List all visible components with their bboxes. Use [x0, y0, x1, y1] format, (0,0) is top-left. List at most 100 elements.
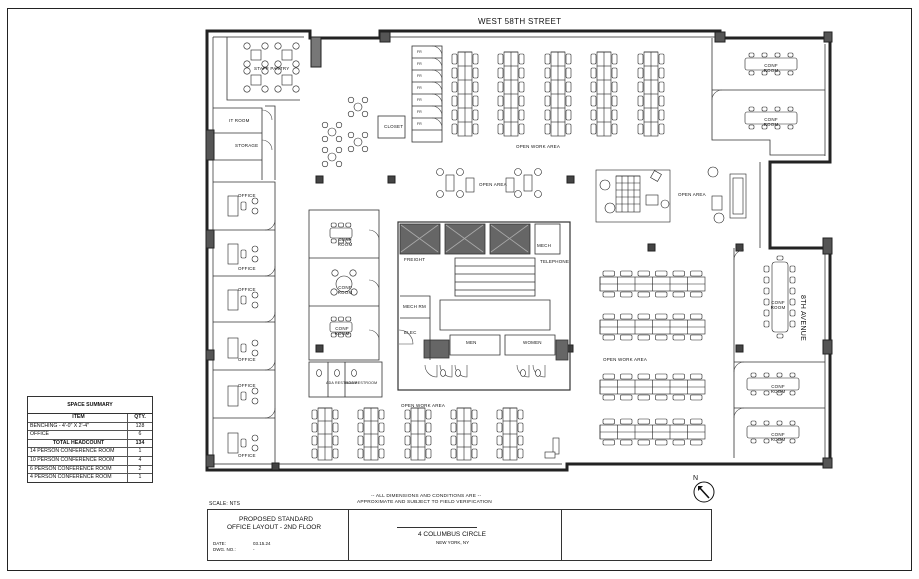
space-summary-title: SPACE SUMMARY	[28, 397, 152, 414]
workstation-chair-icon	[789, 438, 796, 444]
workstation-chair-icon	[496, 448, 503, 459]
workstation-chair-icon	[338, 316, 344, 322]
table	[353, 102, 363, 112]
workstation-chair-icon	[776, 333, 784, 339]
building-city: NEW YORK, NY	[436, 540, 470, 545]
file-cabinet-label: FR	[417, 86, 422, 90]
north-arrow-icon	[693, 481, 715, 503]
chair-icon	[660, 199, 670, 209]
workstation-chair-icon	[345, 238, 352, 244]
office-label: OFFICE	[238, 266, 256, 271]
workstation-chair-icon	[590, 67, 597, 79]
chair-icon	[261, 60, 269, 68]
workstation-chair-icon	[655, 394, 668, 401]
chair-icon	[347, 131, 355, 139]
chair-icon	[604, 202, 616, 214]
chair-icon	[251, 255, 259, 263]
office-desk	[227, 432, 239, 454]
conference-table	[329, 227, 353, 239]
chair-icon	[361, 110, 369, 118]
chair-icon	[251, 245, 259, 253]
workstation-chair-icon	[472, 81, 479, 93]
chair-icon	[251, 291, 259, 299]
chair-icon	[251, 339, 259, 347]
closet-label: CLOSET	[384, 124, 404, 129]
workstation-chair-icon	[658, 95, 665, 107]
space-summary-qty: 6	[138, 431, 142, 438]
chair-icon	[243, 67, 251, 75]
workstation-chair-icon	[518, 81, 525, 93]
workstation-chair-icon	[497, 53, 504, 65]
chair-icon	[251, 207, 259, 215]
file-cabinet-label: FR	[417, 74, 422, 78]
space-summary-qty: 4	[138, 456, 142, 463]
workstation-chair-icon	[451, 95, 458, 107]
ada-restroom-label: ADA RESTROOM	[346, 381, 378, 385]
workstation-chair-icon	[787, 106, 794, 112]
workstation-chair-icon	[544, 81, 551, 93]
chair-icon	[321, 160, 329, 168]
file-cabinet-label: FR	[417, 122, 422, 126]
workstation-chair-icon	[690, 418, 703, 425]
workstation-chair-icon	[451, 123, 458, 135]
open-work-area-label: OPEN WORK AREA	[603, 357, 648, 362]
workstation-chair-icon	[637, 291, 650, 298]
workstation-chair-icon	[611, 95, 618, 107]
workstation-chair-icon	[425, 435, 432, 446]
workstation-chair-icon	[655, 313, 668, 320]
workstation-chair-icon	[655, 291, 668, 298]
north-arrow-label: N	[693, 475, 699, 482]
chair-icon	[349, 269, 357, 277]
conference-table	[744, 111, 798, 125]
workstation-chair-icon	[774, 70, 781, 76]
workstation-chair-icon	[672, 334, 685, 341]
chair-icon	[251, 397, 259, 405]
workstation-chair-icon	[637, 270, 650, 277]
workstation-chair-icon	[357, 448, 364, 459]
workstation-chair-icon	[240, 295, 247, 305]
workstation-chair-icon	[774, 124, 781, 130]
workstation-chair-icon	[451, 81, 458, 93]
conf-room-label: CONF ROOM	[763, 63, 779, 73]
open-work-area-label: OPEN WORK AREA	[516, 144, 561, 149]
workstation-chair-icon	[658, 53, 665, 65]
title-block: PROPOSED STANDARD OFFICE LAYOUT - 2ND FL…	[207, 509, 712, 561]
space-summary-header: ITEM QTY.	[28, 414, 152, 423]
workstation-chair-icon	[565, 95, 572, 107]
chair-icon	[251, 444, 259, 452]
workstation-chair-icon	[690, 373, 703, 380]
chair-icon	[243, 60, 251, 68]
workstation-chair-icon	[330, 238, 337, 244]
workstation-chair-icon	[672, 418, 685, 425]
workstation-chair-icon	[658, 123, 665, 135]
workstation-chair-icon	[602, 334, 615, 341]
workstation-chair-icon	[602, 270, 615, 277]
workstation-chair-icon	[378, 435, 385, 446]
conf-room-label: CONF ROOM	[770, 432, 786, 442]
workstation-chair-icon	[565, 81, 572, 93]
chair-icon	[456, 168, 464, 176]
open-area-label: OPEN AREA	[479, 182, 507, 187]
conf-room-label: CONF ROOM	[763, 117, 779, 127]
conference-table	[335, 275, 353, 293]
workstation-chair-icon	[472, 53, 479, 65]
workstation-chair-icon	[404, 448, 411, 459]
disclaimer-line-2: APPROXIMATE AND SUBJECT TO FIELD VERIFIC…	[357, 500, 492, 505]
workstation-chair-icon	[378, 422, 385, 433]
drawing-title-line-1: PROPOSED STANDARD	[239, 516, 313, 523]
workstation-chair-icon	[425, 409, 432, 420]
workstation-chair-icon	[240, 201, 247, 211]
workstation-chair-icon	[637, 394, 650, 401]
workstation-chair-icon	[637, 109, 644, 121]
interior-partitions	[213, 37, 825, 464]
chair-icon	[274, 60, 282, 68]
workstation-chair-icon	[620, 270, 633, 277]
chair-icon	[347, 96, 355, 104]
workstation-chair-icon	[637, 313, 650, 320]
workstation-chair-icon	[637, 81, 644, 93]
table	[353, 137, 363, 147]
chair-icon	[436, 168, 444, 176]
chair-icon	[599, 179, 611, 191]
workstation-chair-icon	[378, 409, 385, 420]
